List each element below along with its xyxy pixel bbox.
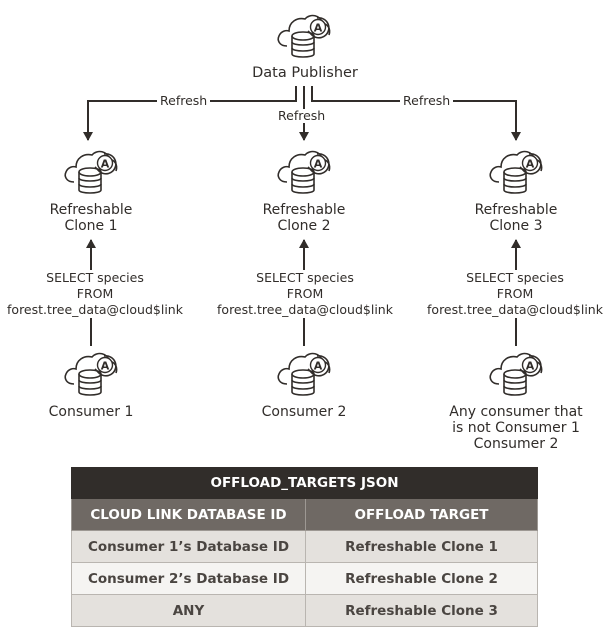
clone-3-cloud-database-icon (487, 146, 545, 196)
clone-2-label-line1: Refreshable (262, 202, 346, 218)
table-cell: Consumer 2’s Database ID (71, 562, 306, 595)
clone-3-label-line2: Clone 3 (489, 218, 543, 234)
table-cell: Refreshable Clone 1 (305, 530, 538, 563)
table-row: Consumer 2’s Database ID Refreshable Clo… (71, 562, 538, 595)
query-line1: SELECT species (256, 270, 354, 285)
query-line1: SELECT species (466, 270, 564, 285)
table-cell: Consumer 1’s Database ID (71, 530, 306, 563)
clone-3-label: Refreshable Clone 3 (441, 202, 591, 234)
consumer-any-line1: Any consumer that (449, 404, 583, 420)
query-text-consumer-2: SELECT species FROM forest.tree_data@clo… (210, 270, 400, 318)
publisher-cloud-database-icon (275, 10, 333, 60)
query-text-consumer-3: SELECT species FROM forest.tree_data@clo… (420, 270, 610, 318)
clone-1-cloud-database-icon (62, 146, 120, 196)
consumer-any-label: Any consumer that is not Consumer 1 Cons… (421, 404, 610, 452)
consumer-2-label: Consumer 2 (261, 404, 347, 420)
clone-2-cloud-database-icon (275, 146, 333, 196)
table-cell: Refreshable Clone 2 (305, 562, 538, 595)
table-cell: Refreshable Clone 3 (305, 594, 538, 627)
consumer-any-cloud-database-icon (487, 348, 545, 398)
column-header-cloud-link-id: CLOUD LINK DATABASE ID (71, 498, 306, 531)
clone-2-label-line2: Clone 2 (277, 218, 331, 234)
query-line2: FROM (76, 286, 114, 301)
clone-3-label-line1: Refreshable (474, 202, 558, 218)
consumer-2-cloud-database-icon (275, 348, 333, 398)
publisher-label: Data Publisher (252, 65, 358, 81)
offload-targets-table: OFFLOAD_TARGETS JSON CLOUD LINK DATABASE… (71, 467, 538, 627)
query-line1: SELECT species (46, 270, 144, 285)
table-title: OFFLOAD_TARGETS JSON (71, 467, 538, 499)
query-text-consumer-1: SELECT species FROM forest.tree_data@clo… (0, 270, 190, 318)
query-line3: forest.tree_data@cloud$link (427, 302, 603, 317)
query-line3: forest.tree_data@cloud$link (7, 302, 183, 317)
refresh-label-clone-2: Refresh (275, 109, 329, 123)
refresh-label-clone-1: Refresh (157, 94, 211, 108)
table-cell: ANY (71, 594, 306, 627)
column-header-offload-target: OFFLOAD TARGET (305, 498, 538, 531)
query-line3: forest.tree_data@cloud$link (217, 302, 393, 317)
refresh-label-clone-3: Refresh (400, 94, 454, 108)
consumer-any-line3: Consumer 2 (473, 436, 559, 452)
table-row: ANY Refreshable Clone 3 (71, 594, 538, 627)
query-line2: FROM (286, 286, 324, 301)
table-row: Consumer 1’s Database ID Refreshable Clo… (71, 530, 538, 563)
consumer-any-line2: is not Consumer 1 (452, 420, 580, 436)
consumer-1-cloud-database-icon (62, 348, 120, 398)
consumer-1-label: Consumer 1 (48, 404, 134, 420)
clone-1-label-line1: Refreshable (49, 202, 133, 218)
clone-2-label: Refreshable Clone 2 (229, 202, 379, 234)
clone-1-label: Refreshable Clone 1 (16, 202, 166, 234)
clone-1-label-line2: Clone 1 (64, 218, 118, 234)
query-line2: FROM (496, 286, 534, 301)
